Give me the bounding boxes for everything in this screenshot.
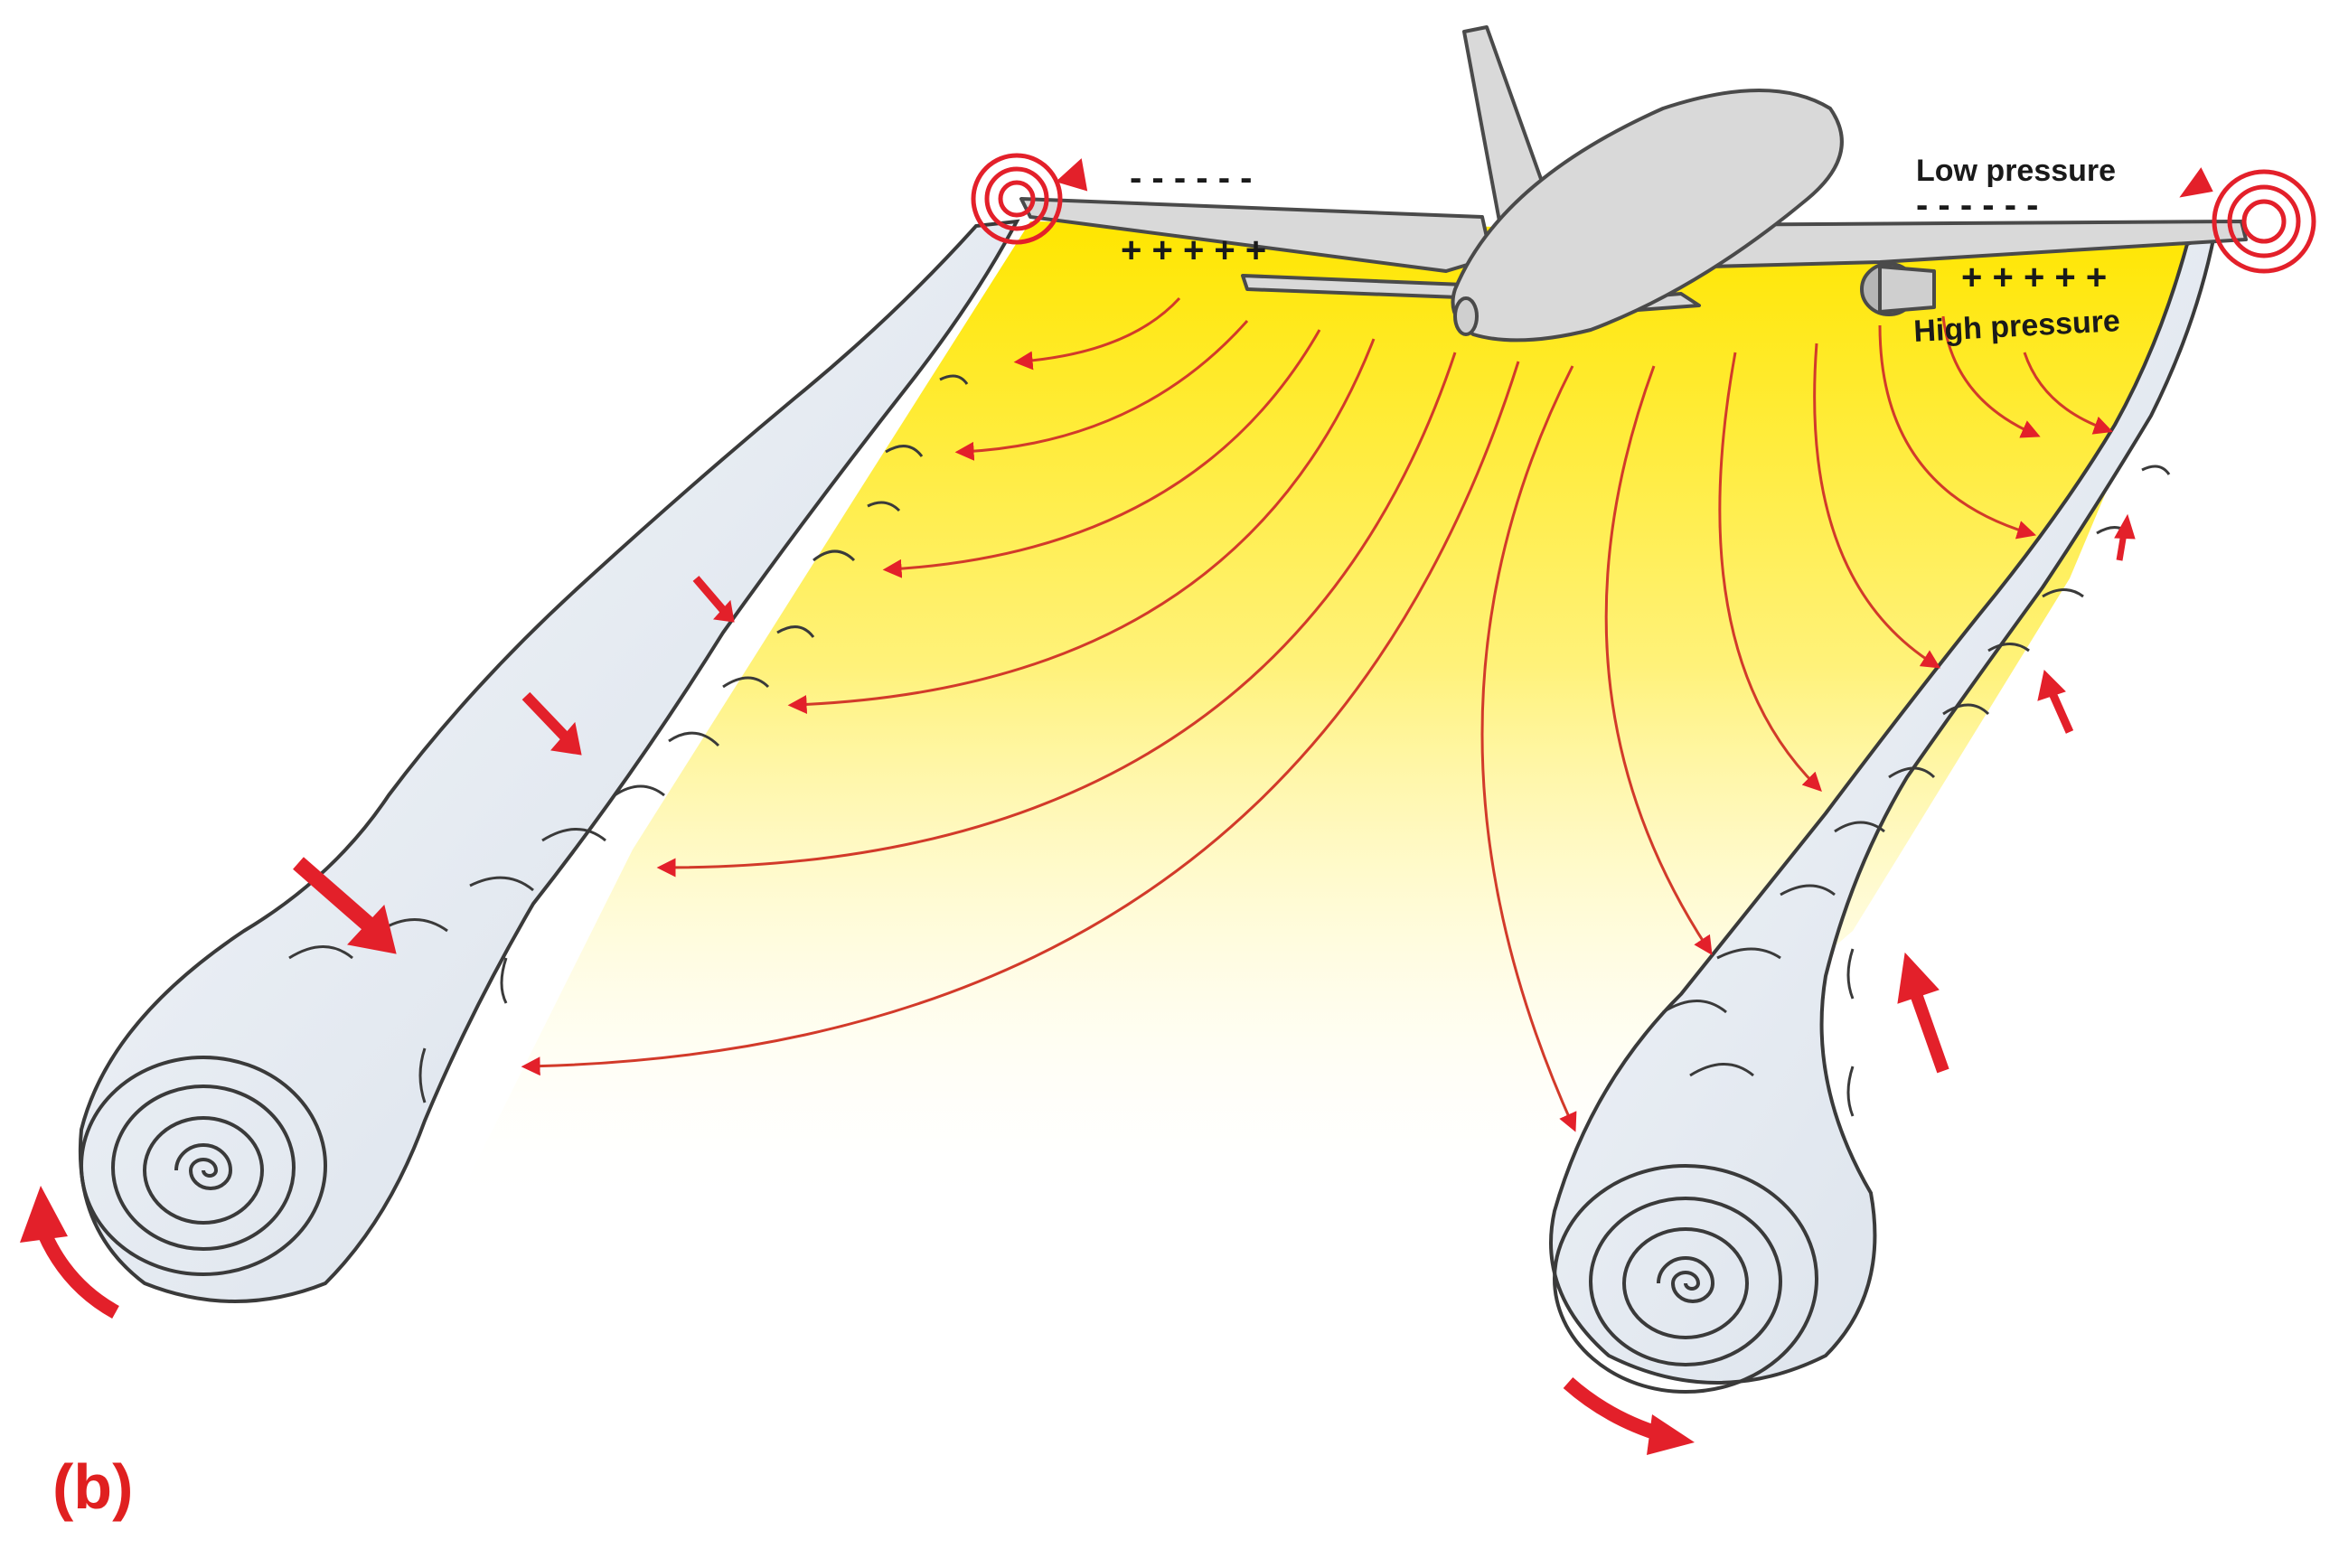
left-vortex-spiral xyxy=(80,1056,327,1276)
right-vortex xyxy=(1549,232,2217,1455)
right-vortex-spiral xyxy=(1553,1164,1818,1394)
left-vortex xyxy=(20,219,1020,1319)
flow-lines xyxy=(521,296,2113,1132)
low-signs-left: - - - - - - xyxy=(1130,158,1253,198)
aircraft-fuselage xyxy=(1451,89,1844,343)
high-signs-left: + + + + + xyxy=(1121,230,1266,270)
left-wingtip-vortex-marker xyxy=(971,153,1088,245)
aircraft xyxy=(1019,25,2248,343)
right-vortex-body xyxy=(1549,232,2217,1385)
low-signs-right: - - - - - - xyxy=(1916,185,2039,225)
right-rotation-arrow xyxy=(1563,1377,1666,1442)
left-vortex-body xyxy=(78,219,1020,1303)
low-pressure-label: Low pressure xyxy=(1916,154,2116,188)
panel-label: (b) xyxy=(52,1451,134,1522)
high-signs-right: + + + + + xyxy=(1961,258,2107,297)
right-wingtip-vortex-marker xyxy=(2179,167,2316,274)
